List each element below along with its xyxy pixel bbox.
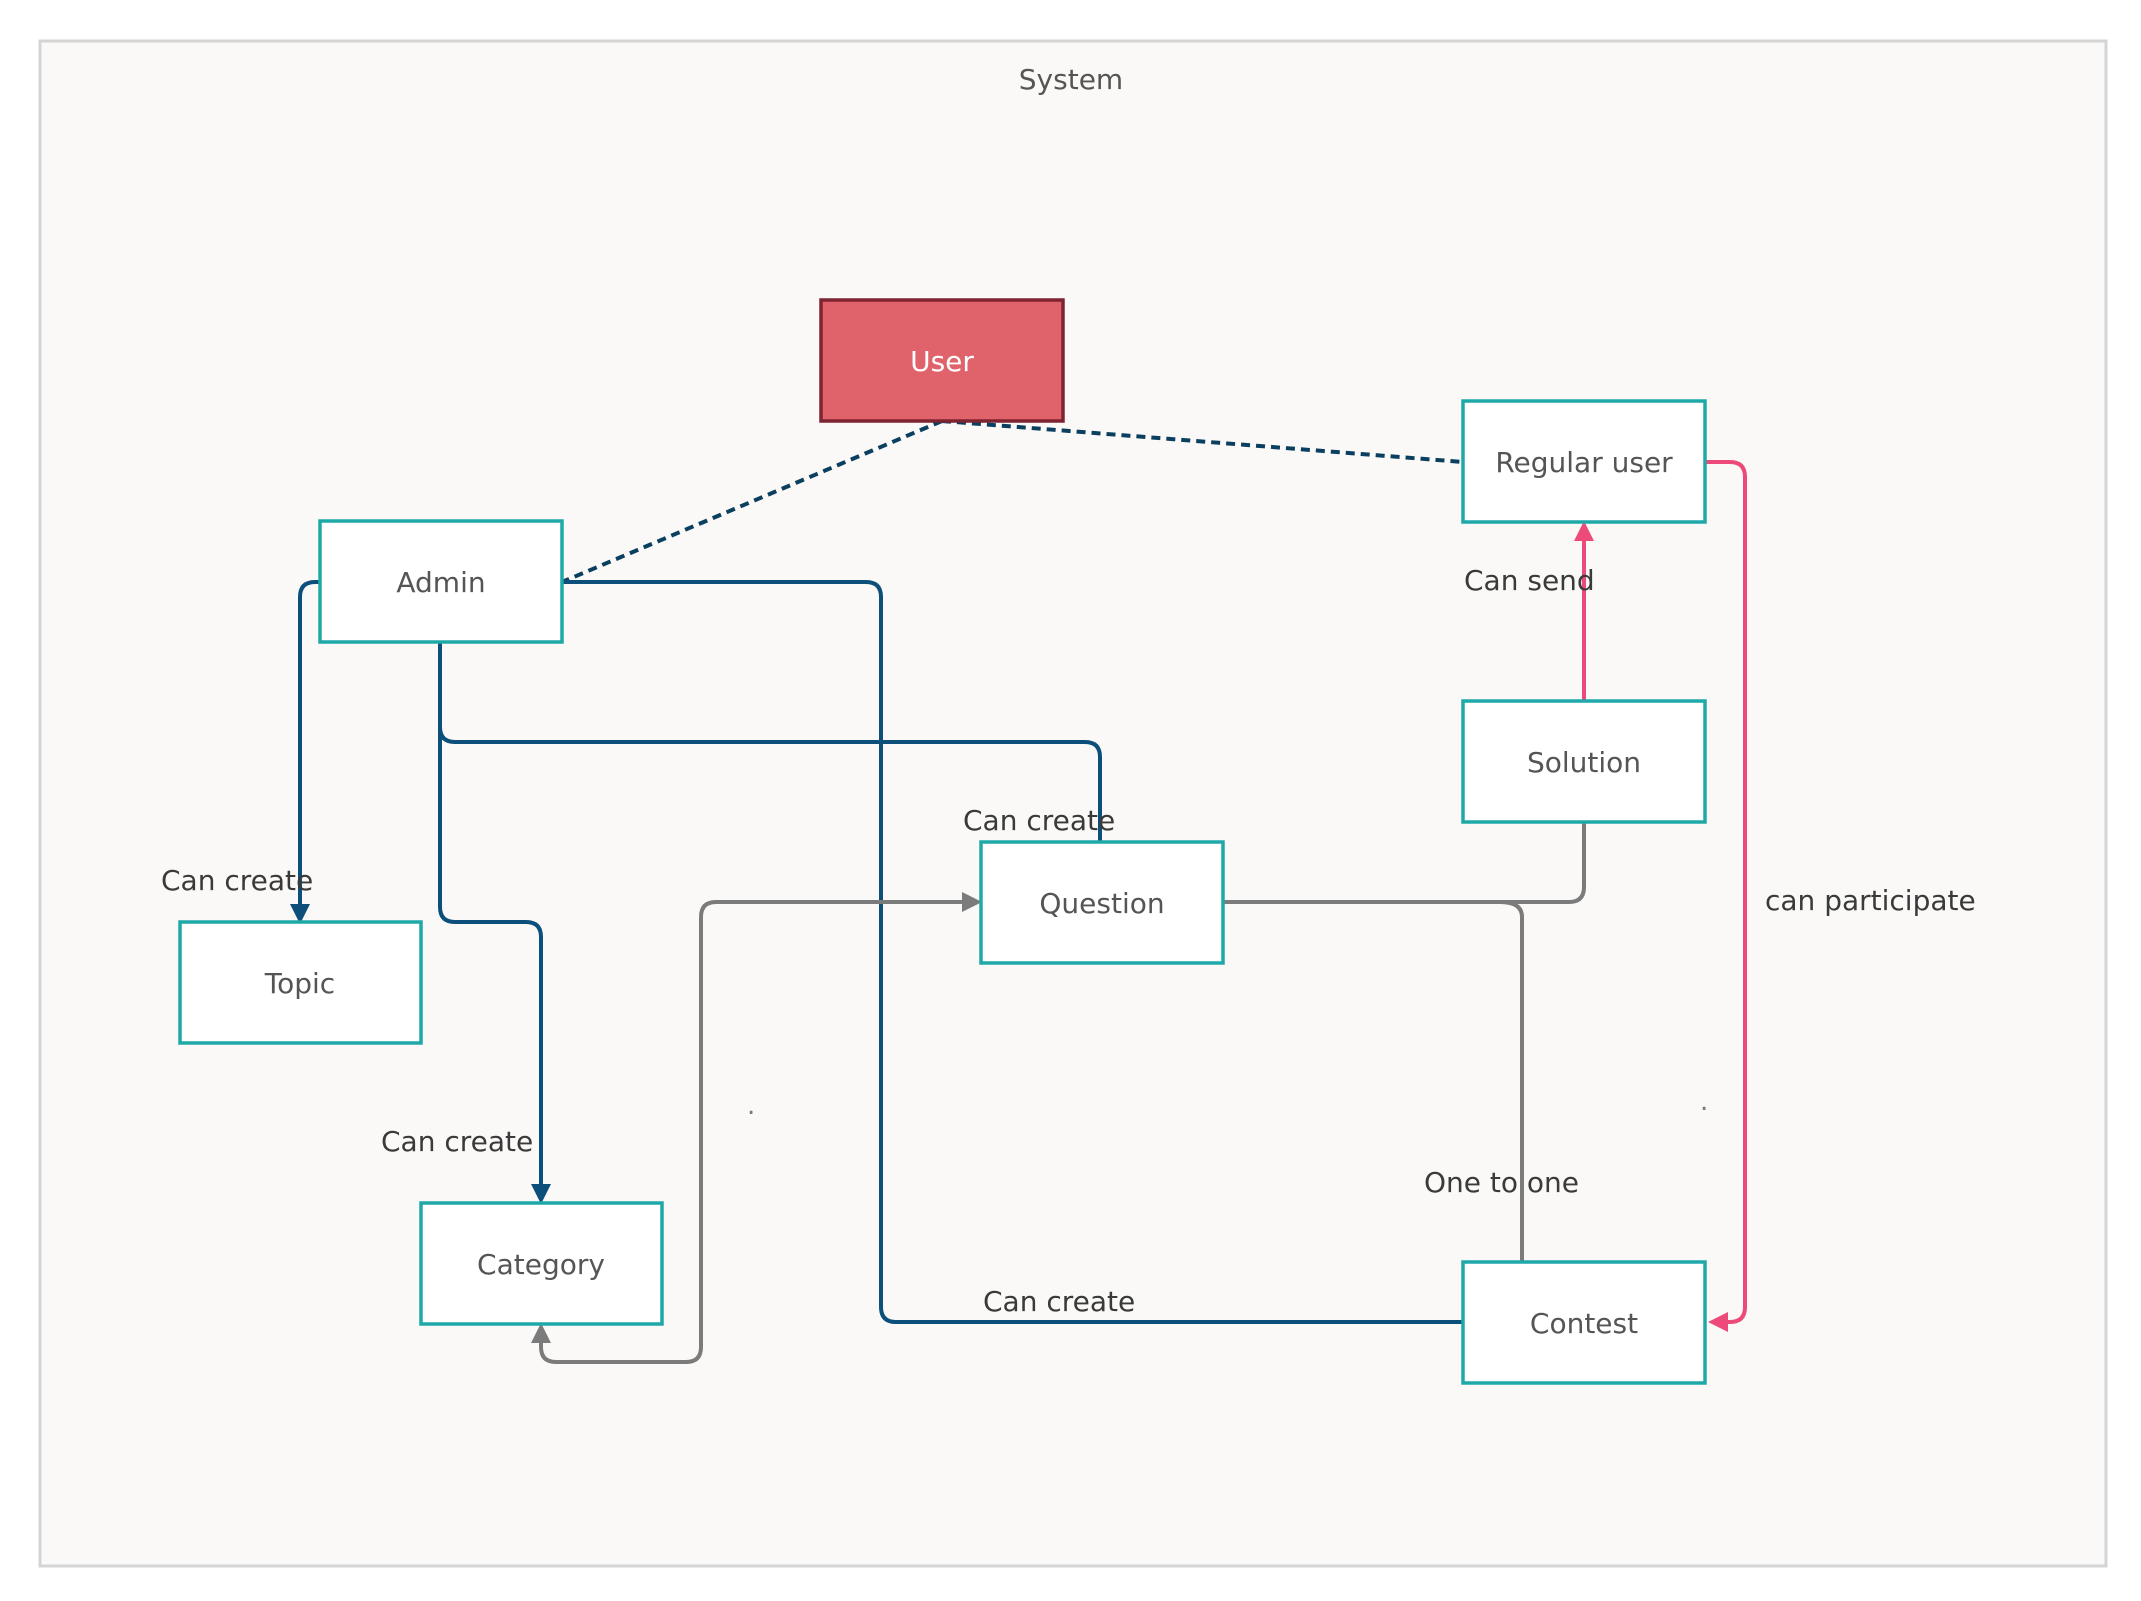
- edge-category-question[interactable]: [531, 892, 982, 1364]
- edge-question-contest[interactable]: [1499, 900, 1524, 1262]
- label-admin-category: Can create: [381, 1125, 533, 1158]
- stray-dot-1: .: [747, 1091, 755, 1121]
- edge-regular-user-contest[interactable]: [1705, 460, 1747, 1332]
- system-title: System: [1019, 63, 1123, 96]
- node-category[interactable]: [419, 1201, 664, 1326]
- node-topic[interactable]: [178, 920, 423, 1045]
- node-question[interactable]: [979, 840, 1225, 965]
- label-regular-user-contest: can participate: [1765, 884, 1976, 917]
- label-question-contest: One to one: [1424, 1166, 1579, 1199]
- node-solution-label: Solution: [1527, 746, 1641, 779]
- node-contest-label: Contest: [1530, 1307, 1638, 1340]
- node-user[interactable]: [819, 298, 1065, 423]
- edge-user-regular-user[interactable]: [941, 419, 1464, 464]
- node-regular-user-label: Regular user: [1495, 446, 1673, 479]
- node-admin[interactable]: [318, 519, 564, 644]
- system-boundary: [38, 39, 2108, 1568]
- node-category-label: Category: [477, 1248, 605, 1281]
- node-admin-label: Admin: [396, 566, 485, 599]
- label-admin-contest: Can create: [983, 1285, 1135, 1318]
- edge-user-admin[interactable]: [561, 419, 943, 584]
- stray-dot-2: .: [1700, 1087, 1708, 1117]
- label-admin-question: Can create: [963, 804, 1115, 837]
- edge-question-solution[interactable]: [1223, 822, 1586, 904]
- node-solution[interactable]: [1461, 699, 1707, 824]
- node-contest[interactable]: [1461, 1260, 1707, 1385]
- node-user-label: User: [910, 345, 974, 378]
- edge-admin-topic[interactable]: [290, 580, 320, 924]
- node-question-label: Question: [1039, 887, 1164, 920]
- label-admin-topic: Can create: [161, 864, 313, 897]
- node-regular-user[interactable]: [1461, 399, 1707, 524]
- label-solution-regular-user: Can send: [1464, 564, 1595, 597]
- node-topic-label: Topic: [264, 967, 335, 1000]
